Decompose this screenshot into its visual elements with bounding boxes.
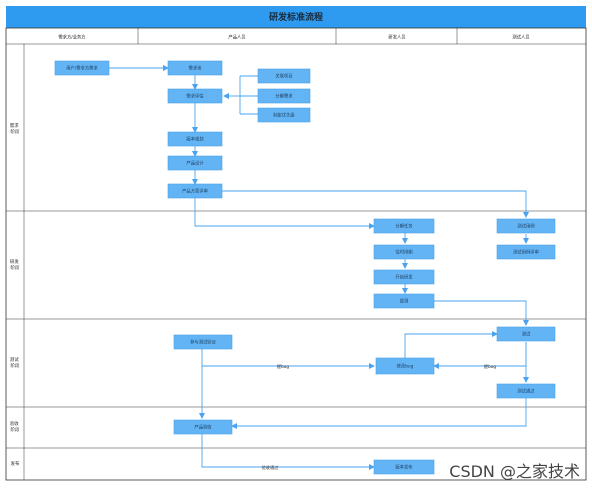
edge-fixbug-to-testing: [404, 331, 498, 358]
stage-label-requirements-line1: 需求: [10, 122, 19, 129]
column-header-product: 产品人员: [228, 34, 246, 41]
node-requirement-eval-box[interactable]: [167, 88, 223, 104]
node-case-review-box[interactable]: [496, 244, 556, 260]
node-fix-bug-label: 修改bug: [397, 363, 414, 370]
stage-label-testing-line2: 阶段: [11, 362, 20, 369]
node-version-release-label: 版本发布: [395, 464, 413, 471]
edge-accept-to-release: [201, 434, 375, 470]
stage-label-development: 研发 阶段: [10, 258, 20, 271]
node-join-test-box[interactable]: [173, 334, 233, 350]
stage-label-requirements: 需求 阶段: [10, 122, 20, 135]
node-split-task-box[interactable]: [373, 218, 435, 234]
node-case-review-label: 测试用例评审: [513, 249, 539, 256]
column-header-requester: 需求方/业务方: [58, 34, 86, 41]
stage-label-development-line2: 阶段: [11, 264, 20, 271]
stage-label-acceptance-line1: 验收: [10, 420, 19, 427]
edge-review-to-testcases: [222, 190, 529, 218]
nodes: 用户/需求方需求 需求池 需求评估 关联项目 分解需求 制定优先级 版本规划 产…: [54, 60, 556, 475]
node-version-plan-label: 版本规划: [186, 136, 203, 143]
node-split-requirement-box[interactable]: [257, 88, 311, 104]
node-fix-bug-box[interactable]: [375, 357, 435, 375]
column-header-tester: 测试人员: [512, 34, 530, 41]
node-related-project-box[interactable]: [257, 68, 311, 84]
node-product-review-label: 产品方案评审: [182, 188, 208, 195]
node-split-requirement-label: 分解需求: [275, 93, 293, 100]
edge-review-to-split: [194, 198, 375, 229]
node-requirement-eval-label: 需求评估: [186, 93, 204, 100]
node-estimate-label: 估时排期: [395, 249, 412, 256]
edge-pass-to-accept: [231, 398, 527, 429]
node-test-cases-box[interactable]: [496, 218, 556, 234]
edge-testing-to-fixbug: [433, 342, 527, 369]
node-testing-label: 测试: [522, 331, 531, 338]
node-requirement-pool-label: 需求池: [189, 65, 203, 72]
swimlane-frame: [5, 27, 587, 481]
node-join-test-label: 参与测试验证: [190, 339, 216, 346]
connectors: [109, 65, 529, 470]
node-testing-box[interactable]: [496, 326, 556, 342]
node-version-release-box[interactable]: [373, 459, 435, 475]
node-estimate-box[interactable]: [373, 244, 435, 260]
edge-label-accept-pass: 验收通过: [262, 464, 280, 471]
edge-label-report-bug-right: 提bug: [484, 363, 496, 370]
node-test-pass-box[interactable]: [496, 383, 556, 399]
node-start-dev-label: 开始研发: [395, 274, 413, 281]
title-bar: [6, 6, 586, 28]
node-related-project-label: 关联项目: [275, 73, 292, 80]
node-start-dev-box[interactable]: [373, 269, 435, 285]
node-set-priority-label: 制定优先级: [273, 112, 295, 119]
stage-label-testing-line1: 测试: [10, 356, 19, 363]
node-test-pass-label: 测试通过: [517, 388, 535, 395]
node-user-request-label: 用户/需求方需求: [66, 65, 98, 72]
edge-submit-to-testing: [434, 300, 529, 326]
stage-label-requirements-line2: 阶段: [11, 128, 20, 135]
stage-label-acceptance-line2: 阶段: [11, 426, 20, 433]
stage-label-acceptance: 验收 阶段: [10, 420, 20, 433]
node-product-accept-box[interactable]: [173, 419, 233, 435]
node-submit-test-label: 提测: [400, 298, 409, 305]
stage-label-development-line1: 研发: [10, 258, 19, 265]
node-submit-test-box[interactable]: [373, 293, 435, 309]
node-user-request-box[interactable]: [54, 60, 110, 76]
node-product-accept-label: 产品验收: [194, 424, 212, 431]
node-test-cases-label: 测试用例: [517, 223, 534, 230]
edge-label-report-bug-left: 提bug: [277, 363, 289, 370]
node-split-task-label: 分解任务: [395, 223, 413, 230]
stage-label-testing: 测试 阶段: [10, 356, 20, 369]
node-set-priority-box[interactable]: [257, 107, 311, 123]
diagram-title: 研发标准流程: [269, 11, 323, 23]
stage-label-release: 发布: [11, 460, 20, 467]
node-requirement-pool-box[interactable]: [167, 60, 223, 76]
watermark: CSDN @之家技术: [449, 462, 580, 481]
column-header-developer: 研发人员: [388, 34, 406, 41]
node-product-design-box[interactable]: [167, 155, 223, 171]
node-product-review-box[interactable]: [167, 183, 223, 199]
node-product-design-label: 产品设计: [186, 160, 204, 167]
node-version-plan-box[interactable]: [167, 131, 223, 147]
edge-eval-to-related: [239, 75, 258, 115]
